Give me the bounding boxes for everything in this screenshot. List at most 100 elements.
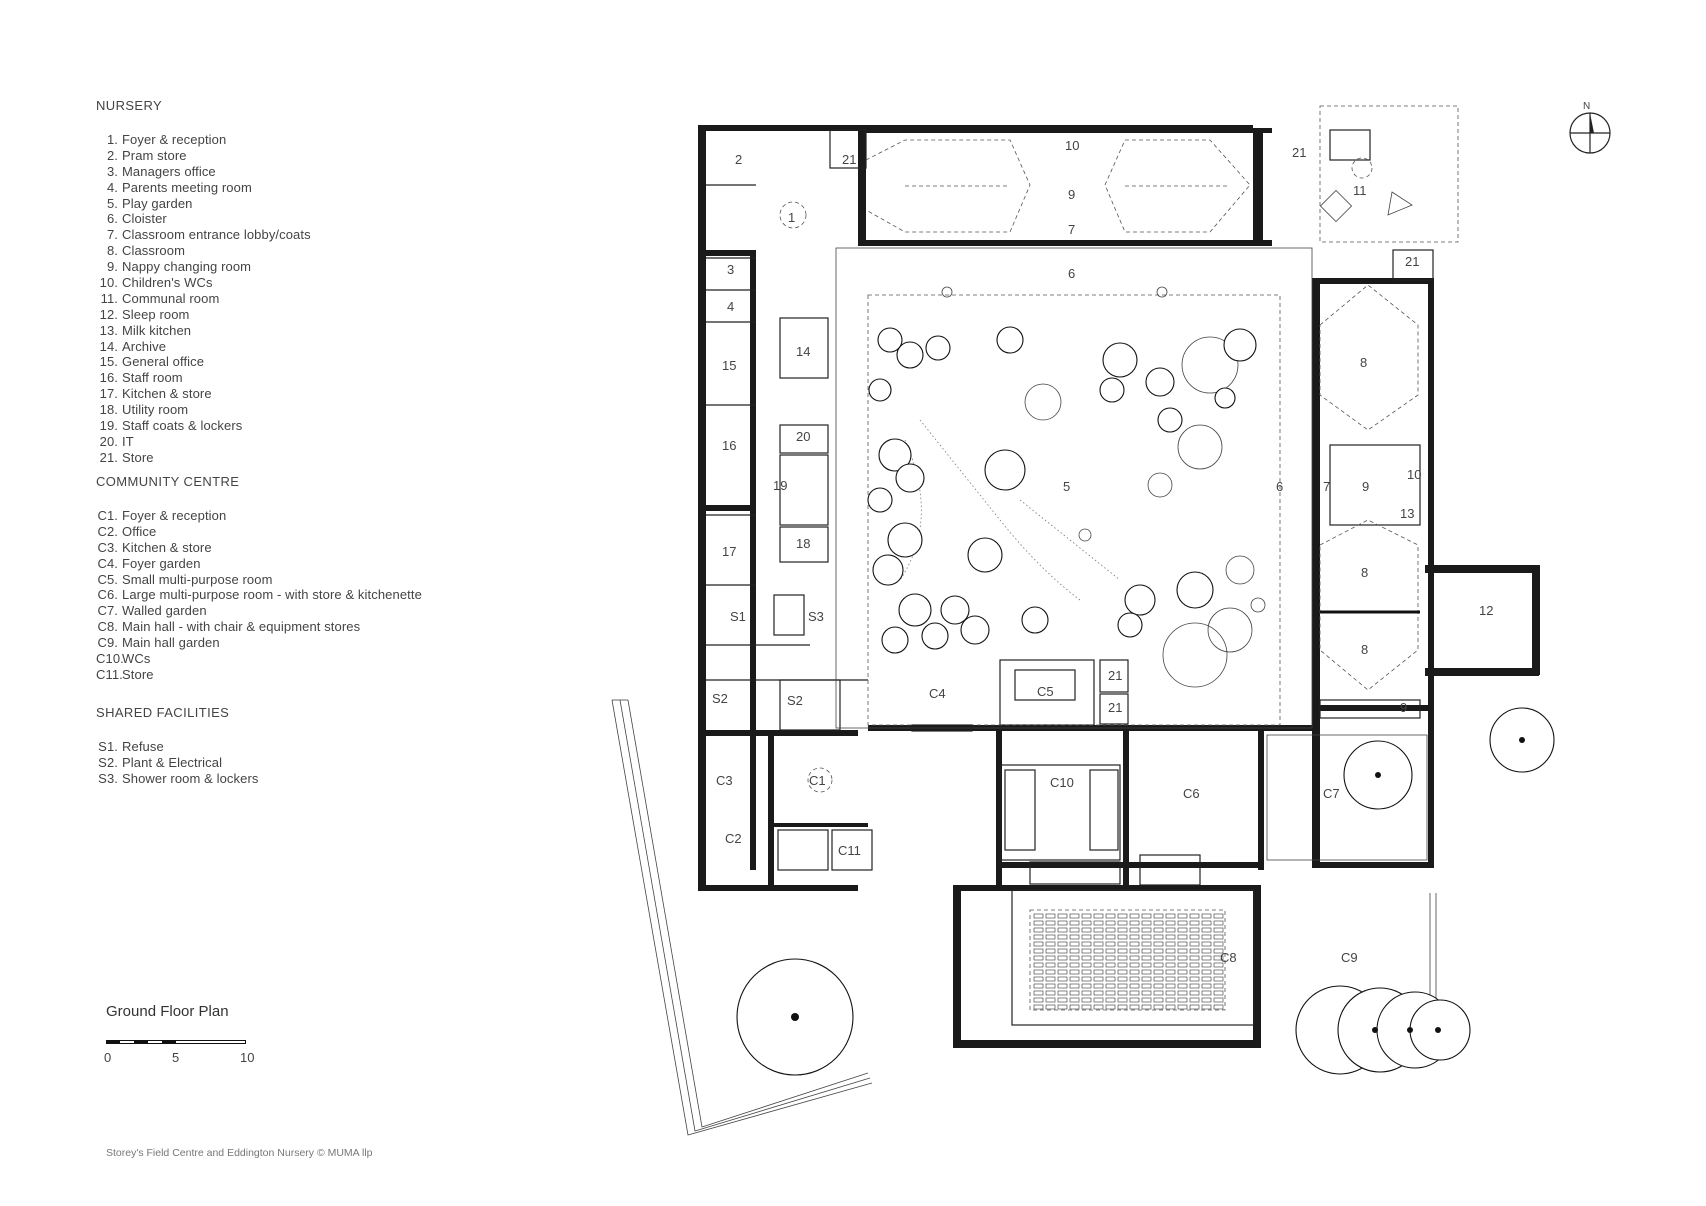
room-label: 21 bbox=[1405, 254, 1419, 269]
seat bbox=[1141, 1004, 1152, 1010]
legend-item-number: 21. bbox=[99, 449, 118, 465]
legend-item-number: C6. bbox=[97, 587, 118, 603]
seat bbox=[1141, 955, 1152, 961]
seat bbox=[1165, 927, 1176, 933]
seat bbox=[1129, 969, 1140, 975]
seat bbox=[1177, 927, 1188, 933]
seat bbox=[1093, 1004, 1104, 1010]
seat bbox=[1045, 969, 1056, 975]
seat bbox=[1045, 934, 1056, 940]
scale-label-10: 10 bbox=[240, 1050, 255, 1065]
credit-line: Storey's Field Centre and Eddington Nurs… bbox=[106, 1147, 373, 1159]
legend-item-label: Parents meeting room bbox=[122, 179, 252, 195]
seat bbox=[1129, 962, 1140, 968]
room-label: C4 bbox=[929, 686, 946, 701]
legend-item: C11.Store bbox=[96, 667, 422, 683]
legend-item-number: 13. bbox=[99, 322, 118, 338]
room-label: 21 bbox=[842, 152, 856, 167]
seat bbox=[1153, 983, 1164, 989]
seat bbox=[1177, 941, 1188, 947]
seat bbox=[1201, 920, 1212, 926]
seat bbox=[1177, 948, 1188, 954]
legend-item-number: C5. bbox=[97, 571, 118, 587]
seat bbox=[1117, 955, 1128, 961]
legend-item-number: C3. bbox=[97, 539, 118, 555]
seat bbox=[1141, 962, 1152, 968]
legend-item-label: Plant & Electrical bbox=[122, 754, 223, 770]
legend-item-label: WCs bbox=[122, 651, 151, 667]
room-label: S2 bbox=[787, 693, 803, 708]
seat bbox=[1129, 913, 1140, 919]
room-label: 1 bbox=[788, 210, 795, 225]
seat bbox=[1093, 983, 1104, 989]
seat bbox=[1057, 1004, 1068, 1010]
legend-item-number: 5. bbox=[106, 195, 118, 211]
legend-item: 7.Classroom entrance lobby/coats bbox=[96, 227, 526, 243]
legend-item-number: 12. bbox=[99, 306, 118, 322]
seat bbox=[1165, 913, 1176, 919]
seat bbox=[1201, 976, 1212, 982]
legend-item: 17.Kitchen & store bbox=[96, 386, 526, 402]
seat bbox=[1117, 934, 1128, 940]
legend-item-label: Utility room bbox=[122, 402, 189, 418]
room-label: 8 bbox=[1361, 642, 1368, 657]
room-label: 16 bbox=[722, 438, 736, 453]
legend-item-label: Play garden bbox=[122, 195, 193, 211]
seat bbox=[1177, 983, 1188, 989]
legend-item: 13.Milk kitchen bbox=[96, 323, 526, 339]
legend-item-label: Office bbox=[122, 523, 157, 539]
seat bbox=[1213, 913, 1224, 919]
legend-item-label: Large multi-purpose room - with store & … bbox=[122, 587, 422, 603]
seat bbox=[1117, 962, 1128, 968]
seat bbox=[1201, 997, 1212, 1003]
seat bbox=[1165, 997, 1176, 1003]
legend-item-number: C4. bbox=[97, 555, 118, 571]
legend-item-number: 15. bbox=[99, 354, 118, 370]
legend-item: 1.Foyer & reception bbox=[96, 132, 526, 148]
seat bbox=[1093, 941, 1104, 947]
legend-item-label: Store bbox=[122, 449, 154, 465]
seat bbox=[1153, 997, 1164, 1003]
site-boundary bbox=[611, 699, 1437, 1136]
seat bbox=[1117, 976, 1128, 982]
legend-heading-community: COMMUNITY CENTRE bbox=[96, 474, 240, 489]
room-label: 15 bbox=[722, 358, 736, 373]
seat bbox=[1069, 976, 1080, 982]
seat bbox=[1165, 934, 1176, 940]
legend-item-number: C8. bbox=[97, 619, 118, 635]
room-label: C2 bbox=[725, 831, 742, 846]
seat bbox=[1117, 1004, 1128, 1010]
legend-item-number: C2. bbox=[97, 523, 118, 539]
seat bbox=[1153, 913, 1164, 919]
legend-item-label: Main hall - with chair & equipment store… bbox=[122, 619, 361, 635]
seat bbox=[1033, 990, 1044, 996]
seat bbox=[1213, 990, 1224, 996]
seat bbox=[1069, 962, 1080, 968]
seat bbox=[1081, 941, 1092, 947]
seat bbox=[1165, 941, 1176, 947]
legend-item-number: 10. bbox=[99, 275, 118, 291]
seat bbox=[1069, 990, 1080, 996]
legend-item: S1.Refuse bbox=[96, 739, 258, 755]
seat bbox=[1153, 955, 1164, 961]
legend-item-label: IT bbox=[122, 433, 134, 449]
seat bbox=[1153, 962, 1164, 968]
scale-bar-segment bbox=[134, 1040, 148, 1044]
seat bbox=[1213, 920, 1224, 926]
seat bbox=[1045, 990, 1056, 996]
room-label: 10 bbox=[1407, 467, 1421, 482]
seat bbox=[1213, 927, 1224, 933]
seat bbox=[1213, 976, 1224, 982]
legend-item-label: Small multi-purpose room bbox=[122, 571, 273, 587]
room-label: 5 bbox=[1063, 479, 1070, 494]
room-label: C11 bbox=[838, 843, 861, 858]
room-label: 8 bbox=[1361, 565, 1368, 580]
seat bbox=[1045, 1004, 1056, 1010]
legend-item-number: C10. bbox=[96, 651, 124, 667]
seat bbox=[1117, 941, 1128, 947]
legend-item-label: Cloister bbox=[122, 211, 167, 227]
legend-item-label: Pram store bbox=[122, 147, 187, 163]
seat bbox=[1105, 983, 1116, 989]
